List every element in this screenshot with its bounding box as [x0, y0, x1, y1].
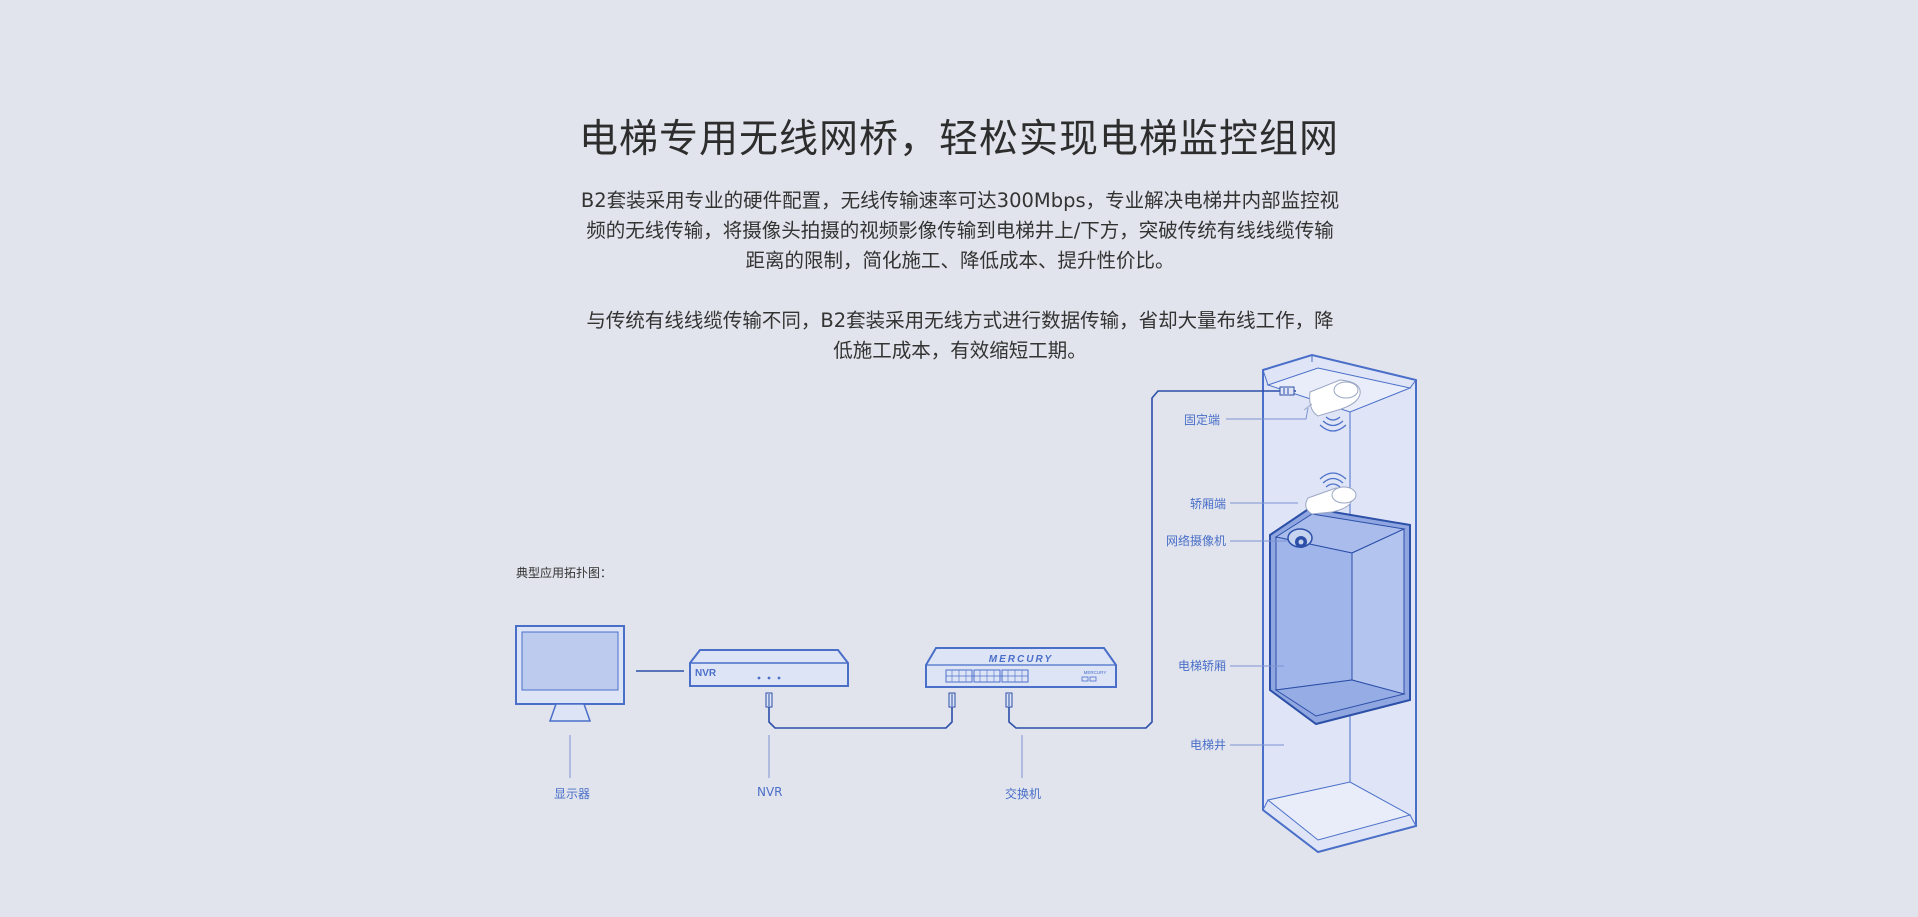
description-paragraph-1: B2套装采用专业的硬件配置，无线传输速率可达300Mbps，专业解决电梯井内部监… — [580, 189, 1340, 272]
label-monitor: 显示器 — [554, 787, 591, 801]
label-switch: 交换机 — [1005, 787, 1042, 801]
page-title: 电梯专用无线网桥，轻松实现电梯监控组网 — [578, 117, 1339, 162]
switch-small-brand: MERCURY — [1084, 670, 1107, 675]
label-fixed-end: 固定端 — [1184, 413, 1221, 427]
car-end-bridge-icon — [1305, 486, 1357, 515]
cable-connector-icon — [1279, 386, 1295, 396]
label-elevator-car: 电梯轿厢 — [1178, 659, 1227, 673]
label-nvr: NVR — [757, 785, 783, 799]
topology-label: 典型应用拓扑图： — [516, 566, 613, 580]
description-paragraph-2: 与传统有线线缆传输不同，B2套装采用无线方式进行数据传输，省却大量布线工作，降低… — [586, 309, 1334, 362]
wifi-signal-icon — [1319, 416, 1347, 432]
switch-brand-logo: MERCURY — [989, 654, 1053, 665]
cable-switch-to-fixed-end — [1008, 390, 1296, 729]
label-camera: 网络摄像机 — [1166, 534, 1227, 548]
label-car-end: 轿厢端 — [1190, 497, 1227, 511]
switch-device-icon — [925, 647, 1117, 688]
monitor-icon — [515, 625, 625, 722]
rj45-connector-icon — [1005, 692, 1013, 708]
label-elevator-shaft: 电梯井 — [1190, 738, 1227, 752]
rj45-connector-icon — [948, 692, 956, 708]
wifi-signal-icon — [1319, 472, 1347, 488]
nvr-device-text: NVR — [695, 668, 717, 679]
nvr-device-icon — [689, 649, 849, 687]
cable-nvr-to-switch — [768, 706, 953, 729]
camera-icon — [1287, 528, 1313, 548]
fixed-end-bridge-icon — [1303, 379, 1361, 417]
rj45-connector-icon — [765, 692, 773, 708]
leader-line — [1226, 407, 1309, 420]
